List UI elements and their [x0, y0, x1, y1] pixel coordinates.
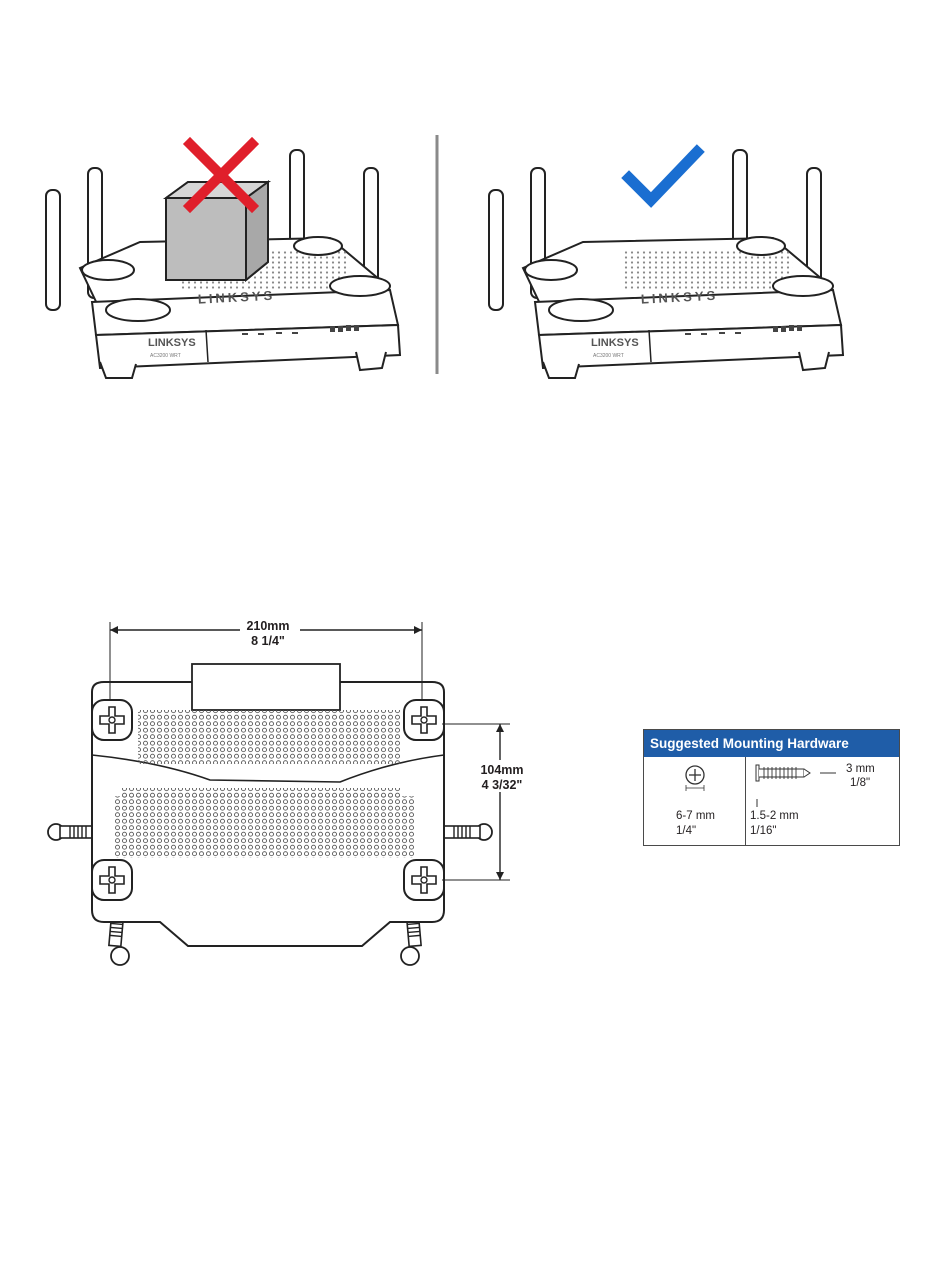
mounting-keyhole-top-left — [92, 700, 132, 740]
head-diameter-imperial: 1/4" — [676, 824, 696, 838]
height-imperial: 4 3/32" — [482, 778, 523, 792]
check-mark-icon — [629, 152, 697, 200]
router-brand-label: LINKSYS — [148, 337, 196, 349]
router-underside-dimensions: 210mm 8 1/4" 104mm 4 3/32" — [30, 610, 550, 980]
head-thickness-imperial: 1/8" — [850, 776, 870, 790]
width-metric: 210mm — [246, 619, 289, 633]
width-imperial: 8 1/4" — [251, 634, 285, 648]
mounting-keyhole-top-right — [404, 700, 444, 740]
table-divider — [745, 757, 746, 845]
head-thickness-metric: 3 mm — [846, 762, 875, 776]
screw-side-icon — [752, 759, 852, 811]
label-recess — [192, 664, 340, 710]
router-brand-label: LINKSYS — [591, 337, 639, 349]
head-diameter-metric: 6-7 mm — [676, 809, 715, 823]
mounting-hardware-table: Suggested Mounting Hardware 6-7 mm 1/4" — [643, 729, 900, 846]
object-box — [166, 182, 268, 280]
vent-holes-upper — [138, 710, 400, 764]
router-model-label: AC3200 WRT — [150, 353, 181, 359]
hardware-table-title: Suggested Mounting Hardware — [644, 730, 899, 757]
router-clear-top: LINKSYS LINKSYS AC3200 WRT — [489, 150, 843, 378]
vent-holes-lower — [114, 796, 414, 858]
placement-comparison-illustration: LINKSYS LINKSYS AC3200 WRT LINKSYS LINKS… — [30, 130, 880, 390]
screw-head-icon — [682, 763, 708, 793]
height-dimension: 104mm 4 3/32" — [442, 724, 532, 880]
mounting-keyhole-bottom-left — [92, 860, 132, 900]
mounting-keyhole-bottom-right — [404, 860, 444, 900]
router-with-object-on-top: LINKSYS LINKSYS AC3200 WRT — [46, 144, 400, 378]
height-metric: 104mm — [480, 763, 523, 777]
router-model-label: AC3200 WRT — [593, 353, 624, 359]
shaft-diameter-metric: 1.5-2 mm — [750, 809, 799, 823]
shaft-diameter-imperial: 1/16" — [750, 824, 776, 838]
